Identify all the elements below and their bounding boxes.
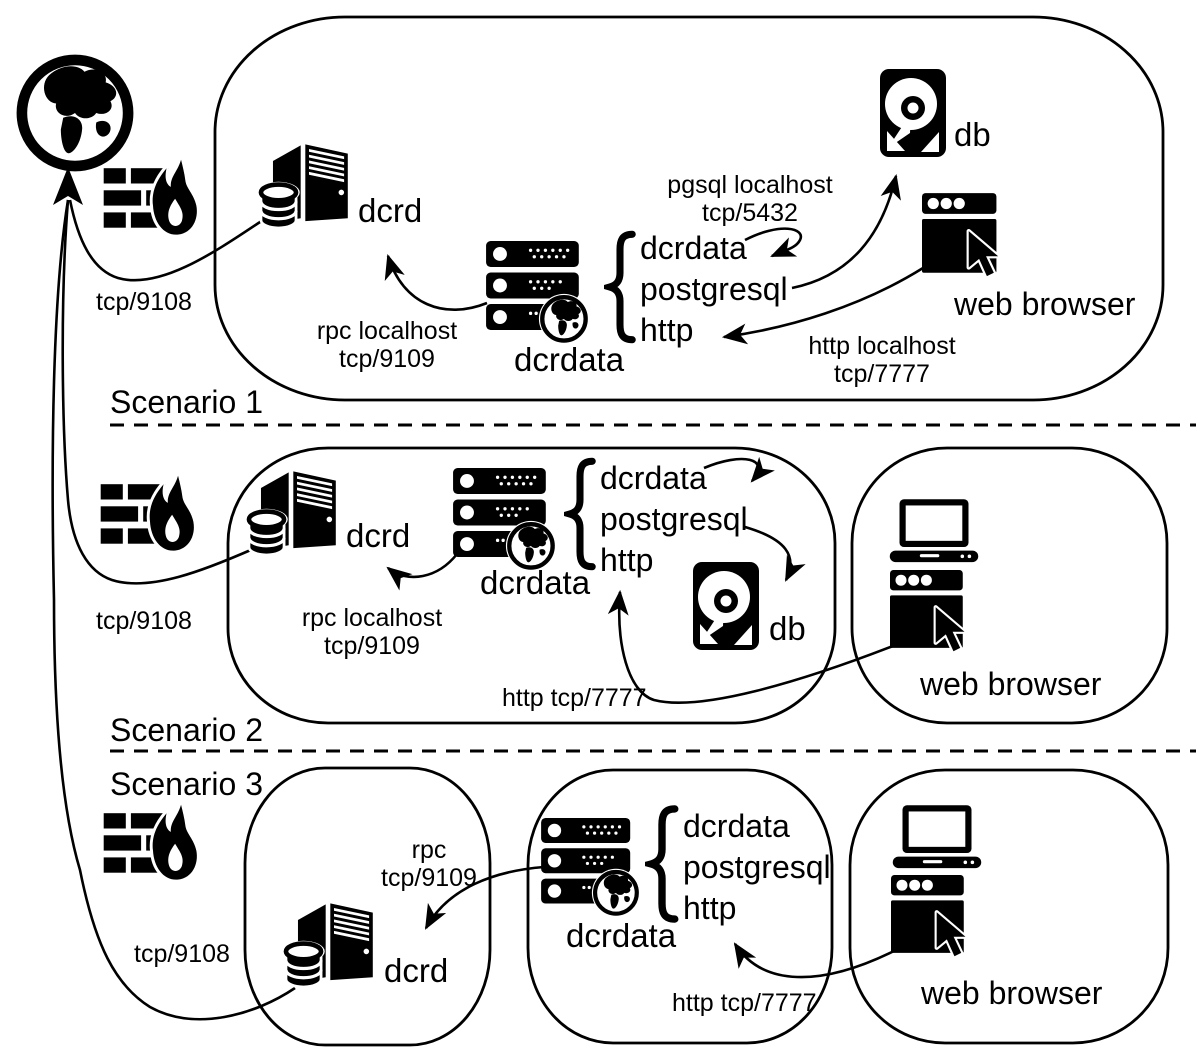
scenario1-title: Scenario 1 <box>110 384 263 420</box>
port-http-label: http tcp/7777 <box>672 989 817 1017</box>
dcrdata-rack-icon <box>486 241 590 343</box>
line-dcrd2-to-internet <box>61 199 254 585</box>
web-browser-icon <box>891 875 979 958</box>
port-tcp9108-label: tcp/9108 <box>96 607 192 635</box>
service-http-label: http <box>640 312 694 348</box>
dcrdata-rack-icon <box>541 818 641 916</box>
scenario3-title: Scenario 3 <box>110 766 263 802</box>
line-dcrd1-to-internet <box>68 199 264 282</box>
dcrdata-label: dcrdata <box>514 341 625 378</box>
port-rpc-label: rpc tcp/9109 <box>381 836 477 892</box>
arrow-dcrdata1-to-postgresql <box>744 227 803 258</box>
line-dcrd3-to-internet <box>51 199 296 1021</box>
port-rpc-label: rpc localhost tcp/9109 <box>301 604 443 660</box>
arrow-dcrdata3-to-dcrd3-rpc <box>424 865 545 930</box>
arrow-dcrdata2-to-dcrd2-rpc <box>386 553 459 591</box>
arrow-postgresql1-to-db <box>791 173 901 290</box>
scenario3-browser-box <box>848 768 1170 1045</box>
firewall-icon <box>102 158 204 243</box>
internet-globe-icon <box>16 54 134 172</box>
web-browser-label: web browser <box>921 975 1103 1011</box>
arrow-postgresql2-to-db <box>744 525 806 582</box>
db-disk-icon <box>880 69 946 157</box>
arrow-dcrdata1-to-dcrd1-rpc <box>384 254 488 312</box>
scenario1-box <box>213 15 1165 402</box>
port-pgsql-label: pgsql localhost tcp/5432 <box>667 171 833 227</box>
brace-icon <box>564 456 596 572</box>
scenario3-dcrdata-box <box>526 768 834 1045</box>
arrow-browser1-to-http <box>721 266 924 345</box>
service-postgresql-label: postgresql <box>683 849 831 885</box>
port-rpc-label: rpc localhost tcp/9109 <box>316 317 458 373</box>
port-http-label: http localhost tcp/7777 <box>808 332 956 388</box>
laptop-icon <box>888 499 980 565</box>
service-postgresql-label: postgresql <box>600 501 748 537</box>
service-list: dcrdata postgresql http <box>683 806 831 929</box>
dcrd-server-icon <box>258 137 360 234</box>
firewall-icon <box>102 803 204 888</box>
web-browser-label: web browser <box>954 286 1136 322</box>
arrow-dcrdata2-to-postgresql <box>703 456 775 483</box>
dcrd-server-icon <box>283 896 385 993</box>
dcrd-label: dcrd <box>384 952 449 989</box>
service-dcrdata-label: dcrdata <box>600 460 707 496</box>
dcrdata-label: dcrdata <box>480 564 591 601</box>
firewall-icon <box>99 474 201 559</box>
dcrdata-label: dcrdata <box>566 917 677 954</box>
dcrd-server-icon <box>246 464 348 561</box>
dcrd-label: dcrd <box>358 192 423 229</box>
dcrd-label: dcrd <box>346 517 411 554</box>
web-browser-icon <box>922 193 1012 278</box>
scenario2-box <box>226 446 837 725</box>
port-tcp9108-label: tcp/9108 <box>96 288 192 316</box>
web-browser-label: web browser <box>920 666 1102 702</box>
service-http-label: http <box>683 890 737 926</box>
scenario2-title: Scenario 2 <box>110 712 263 748</box>
laptop-icon <box>891 805 983 871</box>
scenario2-browser-box <box>850 446 1169 725</box>
arrow-browser3-to-http <box>733 942 897 979</box>
brace-icon <box>645 805 679 923</box>
scenario3-dcrd-box <box>243 766 492 1047</box>
web-browser-icon <box>890 570 978 653</box>
arrow-browser2-to-http <box>607 589 894 704</box>
dcrdata-rack-icon <box>453 468 557 570</box>
service-dcrdata-label: dcrdata <box>683 808 790 844</box>
internet-arrowhead <box>53 167 83 205</box>
brace-icon <box>604 228 636 346</box>
port-tcp9108-label: tcp/9108 <box>134 940 230 968</box>
service-list: dcrdata postgresql http <box>640 228 788 351</box>
db-label: db <box>954 116 991 153</box>
service-http-label: http <box>600 542 654 578</box>
service-postgresql-label: postgresql <box>640 271 788 307</box>
service-list: dcrdata postgresql http <box>600 458 748 581</box>
port-http-label: http tcp/7777 <box>502 684 647 712</box>
db-label: db <box>769 610 806 647</box>
service-dcrdata-label: dcrdata <box>640 230 747 266</box>
